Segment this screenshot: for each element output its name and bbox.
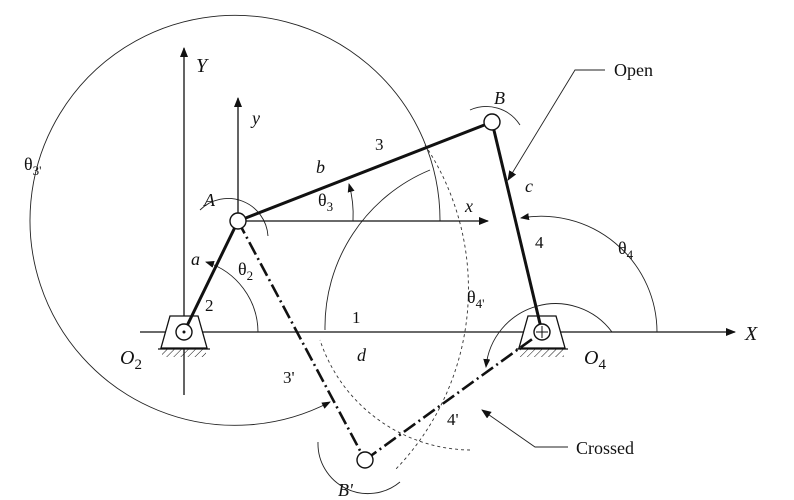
open-callout-line	[507, 69, 605, 181]
link-3-prime	[236, 220, 367, 461]
label-point-B: B	[494, 88, 505, 108]
link-3	[236, 120, 494, 223]
label-theta3: θ3	[318, 190, 333, 214]
pin-a	[229, 212, 247, 230]
label-num-4p: 4'	[447, 410, 459, 429]
arc-at-b-prime	[317, 441, 401, 495]
pin-b	[483, 113, 501, 131]
arc-at-a	[199, 198, 269, 237]
theta4-arc	[520, 213, 658, 333]
crossed-callout-line	[481, 409, 568, 448]
label-axis-x: x	[464, 196, 473, 216]
label-num-2: 2	[205, 296, 214, 315]
label-O2: O2	[120, 347, 142, 373]
label-theta4p: θ4'	[467, 287, 484, 311]
construction-arc-c2	[324, 169, 431, 331]
callout-crossed: Crossed	[576, 438, 634, 458]
label-num-3: 3	[375, 135, 384, 154]
construction-arc-b	[394, 144, 469, 471]
label-axis-X: X	[744, 323, 758, 345]
link-4	[490, 120, 544, 334]
label-link-a: a	[191, 249, 200, 269]
label-axis-y: y	[250, 108, 260, 128]
theta3-arc	[347, 183, 355, 222]
link-2	[182, 219, 240, 334]
callout-open: Open	[614, 60, 653, 80]
label-theta2: θ2	[238, 259, 253, 283]
label-num-1: 1	[352, 308, 361, 327]
label-theta4: θ4	[618, 238, 634, 262]
label-num-3p: 3'	[283, 368, 295, 387]
link-4-prime	[364, 330, 543, 462]
pin-b-prime	[356, 451, 374, 469]
label-theta3p: θ3'	[24, 154, 41, 178]
label-point-A: A	[203, 190, 216, 210]
label-link-c: c	[525, 176, 533, 196]
label-axis-Y: Y	[196, 55, 209, 77]
label-link-b: b	[316, 157, 325, 177]
label-point-B-prime: B'	[338, 480, 354, 500]
label-link-d: d	[357, 345, 367, 365]
label-O4: O4	[584, 347, 606, 373]
arc-at-b	[469, 106, 521, 126]
construction-arc-c	[319, 339, 471, 451]
label-num-4: 4	[535, 233, 544, 252]
pin-o2-dot	[182, 330, 186, 334]
theta3p-arc	[29, 14, 441, 426]
